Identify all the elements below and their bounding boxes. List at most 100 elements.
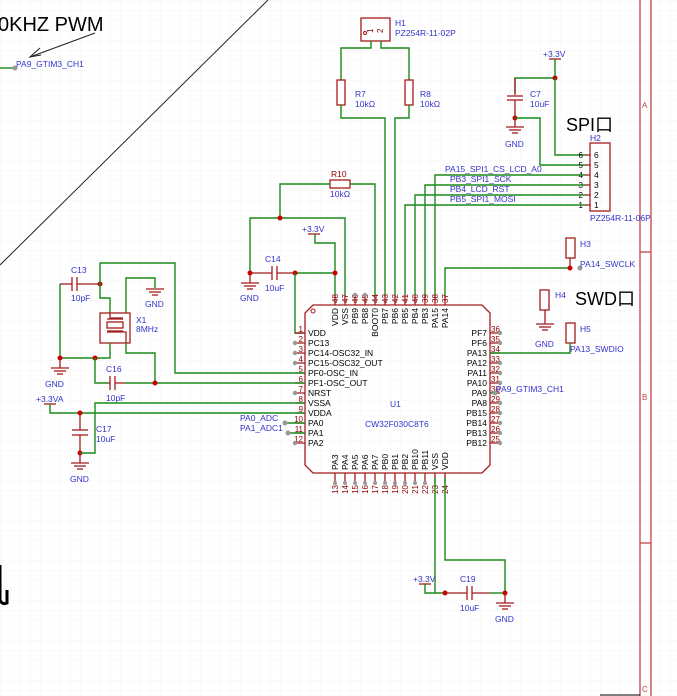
pin-number: 5 <box>299 365 304 374</box>
wire <box>249 217 346 295</box>
pin-name: PB9 <box>350 308 360 324</box>
net-label-pb4: PB4_LCD_RST <box>450 184 510 194</box>
capacitor-c16[interactable] <box>108 376 125 390</box>
net-label-pa14: PA14_SWCLK <box>580 259 635 269</box>
no-connect-icon <box>353 481 357 485</box>
no-connect-icon <box>373 481 377 485</box>
pin-name: PF7 <box>471 328 487 338</box>
no-connect-icon <box>343 481 347 485</box>
h2-pin-name: 1 <box>594 200 599 210</box>
r8-ref: R8 <box>420 89 431 99</box>
net-flag-icon <box>285 430 291 436</box>
wire <box>350 183 376 295</box>
h2-ref: H2 <box>590 133 601 143</box>
pin-name: VDDA <box>308 408 332 418</box>
no-connect-icon <box>292 340 298 346</box>
wire-osc-in <box>99 262 305 374</box>
capacitor-c17[interactable] <box>72 413 88 453</box>
no-connect-icon <box>403 481 407 485</box>
no-connect-icon <box>497 430 503 436</box>
net-flag-icon <box>492 390 498 396</box>
pin-number: 31 <box>491 375 500 384</box>
h1-value: PZ254R-11-02P <box>395 28 456 38</box>
h2-pin-number: 6 <box>579 151 584 160</box>
c17-ref: C17 <box>96 424 112 434</box>
pin-name: PA9 <box>472 388 488 398</box>
x1-ref: X1 <box>136 315 147 325</box>
no-connect-icon <box>497 360 503 366</box>
wire <box>60 343 111 359</box>
wire <box>515 117 585 166</box>
c13-value: 10pF <box>71 293 90 303</box>
pin-number: 33 <box>491 355 500 364</box>
pin-name: PA0 <box>308 418 324 428</box>
pin-name: PB5 <box>400 308 410 324</box>
wire <box>125 343 156 383</box>
h2-pin-number: 5 <box>579 161 584 170</box>
pin-number: 47 <box>341 294 350 303</box>
gnd-label: GND <box>505 139 524 149</box>
pin-number: 48 <box>331 294 340 303</box>
h2-pin-name: 3 <box>594 180 599 190</box>
pin-name: PA15 <box>430 308 440 328</box>
pin-name: PB7 <box>380 308 390 324</box>
pin-number: 40 <box>411 294 420 303</box>
pin-number: 39 <box>421 294 430 303</box>
net-label-pa0: PA0_ADC <box>240 413 278 423</box>
pin-number: 9 <box>299 405 304 414</box>
pin-number: 25 <box>491 435 500 444</box>
pin-number: 13 <box>331 484 340 493</box>
pin-number: 15 <box>351 484 360 493</box>
connector-h1[interactable]: 1 2 <box>360 17 391 42</box>
connector-h2[interactable] <box>589 142 611 212</box>
junction-dot <box>332 270 338 276</box>
h2-pin-name: 2 <box>594 190 599 200</box>
net-label-pa13: PA13_SWDIO <box>570 344 624 354</box>
no-connect-icon <box>497 440 503 446</box>
pin-number: 4 <box>299 355 304 364</box>
pin-number: 29 <box>491 395 500 404</box>
pin-number: 32 <box>491 365 500 374</box>
c19-ref: C19 <box>460 574 476 584</box>
pin-name: PA4 <box>340 454 350 470</box>
pin-number: 34 <box>491 345 500 354</box>
pin-number: 6 <box>299 375 304 384</box>
capacitor-c13[interactable] <box>60 277 100 291</box>
pin-number: 14 <box>341 484 350 493</box>
wire-pa14 <box>444 267 570 295</box>
pin-number: 22 <box>421 484 430 493</box>
h2-pin-name: 6 <box>594 150 599 160</box>
net-label-pb3: PB3_SPI1_SCK <box>450 174 512 184</box>
gnd-label: GND <box>240 293 259 303</box>
wire <box>424 584 445 594</box>
no-connect-icon <box>333 481 337 485</box>
no-connect-icon <box>393 481 397 485</box>
pin-number: 10 <box>294 415 303 424</box>
pin-name: PA1 <box>308 428 324 438</box>
capacitor-c19[interactable] <box>445 586 490 600</box>
h3-ref: H3 <box>580 239 591 249</box>
c16-value: 10pF <box>106 393 125 403</box>
c7-value: 10uF <box>530 99 549 109</box>
no-connect-icon <box>362 292 368 298</box>
pin-name: PF1-OSC_OUT <box>308 378 368 388</box>
power-3v3a-label: +3.3VA <box>36 394 64 404</box>
net-label-pb5: PB5_SPI1_MOSI <box>450 194 516 204</box>
pin-name: PB1 <box>390 454 400 470</box>
pin-name: PA7 <box>370 454 380 470</box>
pin-number: 45 <box>361 294 370 303</box>
crystal-x1[interactable] <box>99 312 131 344</box>
pin-name: PB10 <box>410 449 420 470</box>
mcu-u1-body[interactable] <box>304 304 491 474</box>
power-3v3-label: +3.3V <box>302 224 325 234</box>
pin-number: 1 <box>299 325 304 334</box>
capacitor-c7[interactable] <box>507 78 523 118</box>
diagonal-line <box>0 0 269 266</box>
no-connect-icon <box>497 380 503 386</box>
pin1-marker-icon <box>310 308 316 314</box>
power-3v3-label-2: +3.3V <box>543 49 566 59</box>
h1-ref: H1 <box>395 18 406 28</box>
gnd-symbol-icon <box>241 273 259 290</box>
pin-name: PC15-OSC32_OUT <box>308 358 383 368</box>
